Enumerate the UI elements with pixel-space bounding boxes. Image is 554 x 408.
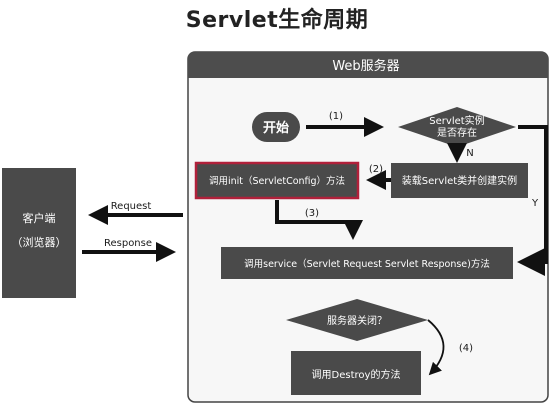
- shutdown-decision: 服务器关闭？: [286, 299, 428, 341]
- client-box: 客户端 （浏览器）: [2, 168, 76, 298]
- start-label: 开始: [263, 120, 289, 136]
- server-header: Web服务器: [332, 58, 399, 74]
- edge-label-3: (3): [305, 208, 319, 219]
- arrow-init-to-service: [275, 200, 363, 240]
- decision-line1: Servlet实例: [429, 114, 484, 127]
- edge-label-no: N: [466, 148, 473, 159]
- start-node: 开始: [252, 112, 300, 142]
- edge-label-yes: Y: [531, 198, 539, 209]
- page-title: Servlet生命周期: [185, 8, 369, 33]
- edge-label-1: (1): [329, 111, 343, 122]
- request-label: Request: [111, 201, 152, 212]
- client-label: 客户端: [23, 211, 56, 225]
- arrow-shutdown-to-destroy: [427, 319, 445, 376]
- response-label: Response: [104, 238, 152, 249]
- init-box: 调用init（ServletConfig）方法: [194, 161, 360, 200]
- client-sublabel: （浏览器）: [12, 235, 67, 249]
- arrow-yes: [517, 125, 548, 276]
- edge-label-2: (2): [369, 164, 383, 175]
- init-label: 调用init（ServletConfig）方法: [209, 175, 345, 187]
- load-create-label: 装载Servlet类并创建实例: [402, 174, 517, 187]
- load-create-box: 装载Servlet类并创建实例: [391, 163, 528, 198]
- shutdown-label: 服务器关闭？: [327, 314, 387, 327]
- web-server-frame: Web服务器: [187, 51, 549, 403]
- instance-exists-decision: Servlet实例 是否存在: [398, 107, 516, 147]
- decision-line2: 是否存在: [437, 126, 477, 139]
- destroy-box: 调用Destroy的方法: [291, 351, 421, 395]
- service-box: 调用service（Servlet Request Servlet Respon…: [221, 247, 513, 279]
- destroy-label: 调用Destroy的方法: [312, 368, 401, 381]
- edge-label-4: (4): [459, 343, 473, 354]
- service-label: 调用service（Servlet Request Servlet Respon…: [244, 258, 490, 270]
